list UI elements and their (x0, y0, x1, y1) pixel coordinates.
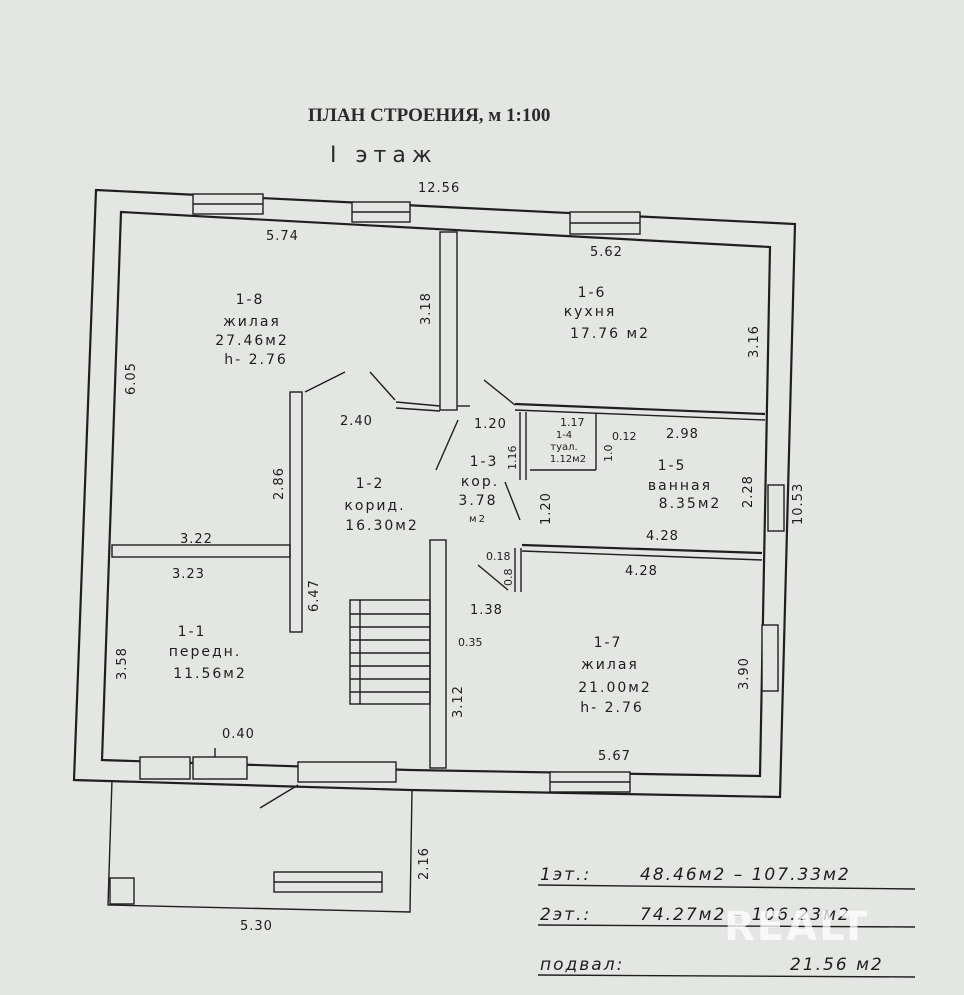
room-name: жилая (581, 657, 639, 673)
room-area: 17.76 м2 (570, 326, 650, 342)
room-area: 1.12м2 (550, 454, 586, 465)
dim-small-08: 0.8 (502, 569, 515, 587)
watermark-logo: REALT (724, 904, 869, 950)
room-id: 1-7 (594, 635, 623, 651)
top-windows (192, 193, 641, 235)
room-area: 21.00м2 (578, 680, 652, 696)
room-id: 1-2 (356, 476, 385, 492)
room-height: h- 2.76 (580, 700, 644, 716)
room-unit: м2 (469, 514, 487, 525)
dim-top-right: 5.62 (590, 245, 623, 260)
room-1-4: 1-4 туал. 1.12м2 (550, 430, 586, 465)
dim-top-left: 5.74 (266, 229, 299, 244)
dim-left-height: 6.05 (124, 362, 139, 395)
room-name: жилая (223, 314, 281, 330)
small-dimension-labels: 1.16 1.17 0.12 1.0 0.18 0.8 0.35 (458, 416, 637, 649)
room-name: кухня (564, 304, 617, 320)
dim-small-120a: 1.20 (474, 417, 507, 432)
dim-hall-height: 3.58 (115, 647, 130, 680)
summary-line3-label: подвал: (540, 955, 624, 975)
dim-entry-depth: 2.16 (417, 847, 432, 880)
dim-r17-bottom: 5.67 (598, 749, 631, 764)
dim-small-120b: 1.20 (539, 492, 554, 525)
dim-bath-side: 2.28 (741, 475, 756, 508)
room-name: передн. (169, 644, 242, 660)
room-name: кор. (461, 474, 499, 490)
staircase (349, 599, 431, 705)
dim-r16-wall: 3.16 (747, 325, 762, 358)
room-1-3: 1-3 кор. 3.78 м2 (458, 454, 499, 525)
summary-line2-label: 2эт.: (540, 905, 591, 925)
room-1-7: 1-7 жилая 21.00м2 h- 2.76 (578, 635, 652, 716)
entrance-porch (107, 779, 413, 913)
dim-small-035: 0.35 (458, 636, 483, 649)
room-id: 1-1 (178, 624, 207, 640)
summary-line2-value: 74.27м2 – 106.23м2 (640, 905, 851, 925)
summary-line1-value: 48.46м2 – 107.33м2 (640, 865, 851, 885)
interior-walls (111, 231, 766, 809)
room-1-6: 1-6 кухня 17.76 м2 (564, 285, 650, 342)
room-id: 1-4 (556, 430, 572, 441)
dim-right-total: 10.53 (791, 483, 806, 525)
dim-small-116: 1.16 (506, 446, 519, 471)
bottom-windows (139, 756, 631, 793)
room-area: 11.56м2 (173, 666, 247, 682)
floor-label: I этаж (330, 143, 438, 168)
dim-corridor-side: 2.86 (272, 467, 287, 500)
room-id: 1-6 (578, 285, 607, 301)
dim-r18-wall: 3.18 (419, 292, 434, 325)
plan-title: ПЛАН СТРОЕНИЯ, м 1:100 (308, 105, 550, 126)
summary-line1-label: 1эт.: (540, 865, 591, 885)
dim-mid-left-lower: 3.23 (172, 567, 205, 582)
dim-r17-top: 4.28 (625, 564, 658, 579)
dimension-labels: 12.56 5.74 5.62 6.05 3.18 3.16 2.40 2.86… (115, 181, 806, 934)
summary-line3-value: 21.56 м2 (790, 955, 884, 975)
dim-corridor-top: 2.40 (340, 414, 373, 429)
dim-hall-step: 0.40 (222, 727, 255, 742)
room-1-5: 1-5 ванная 8.35м2 (648, 458, 722, 512)
room-id: 1-3 (470, 454, 499, 470)
room-1-1: 1-1 передн. 11.56м2 (169, 624, 247, 682)
room-labels: 1-8 жилая 27.46м2 h- 2.76 1-6 кухня 17.7… (169, 285, 722, 716)
room-area: 3.78 (458, 493, 497, 509)
dim-mid-left-upper: 3.22 (180, 532, 213, 547)
dim-small-138: 1.38 (470, 603, 503, 618)
right-windows (761, 484, 785, 692)
dim-small-018: 0.18 (486, 550, 511, 563)
room-name: ванная (648, 478, 712, 494)
area-summary: 1эт.: 48.46м2 – 107.33м2 2эт.: 74.27м2 –… (537, 865, 916, 978)
dim-bath-bottom: 4.28 (646, 529, 679, 544)
dim-corridor-vertical: 6.47 (307, 579, 322, 612)
room-id: 1-8 (236, 292, 265, 308)
room-area: 27.46м2 (215, 333, 289, 349)
dim-entry-width: 5.30 (240, 919, 273, 934)
dim-bath-top: 2.98 (666, 427, 699, 442)
dim-small-012: 0.12 (612, 430, 637, 443)
room-1-8: 1-8 жилая 27.46м2 h- 2.76 (215, 292, 289, 368)
dim-overall-width: 12.56 (418, 181, 460, 196)
room-area: 8.35м2 (659, 496, 722, 512)
room-name: корид. (344, 498, 405, 514)
dim-small-117: 1.17 (560, 416, 585, 429)
room-height: h- 2.76 (224, 352, 288, 368)
room-id: 1-5 (658, 458, 687, 474)
room-name: туал. (550, 442, 577, 453)
dim-small-10: 1.0 (602, 445, 615, 463)
room-1-2: 1-2 корид. 16.30м2 (344, 476, 419, 534)
dim-r17-side: 3.90 (737, 657, 752, 690)
dim-stair-wall: 3.12 (451, 685, 466, 718)
room-area: 16.30м2 (345, 518, 419, 534)
